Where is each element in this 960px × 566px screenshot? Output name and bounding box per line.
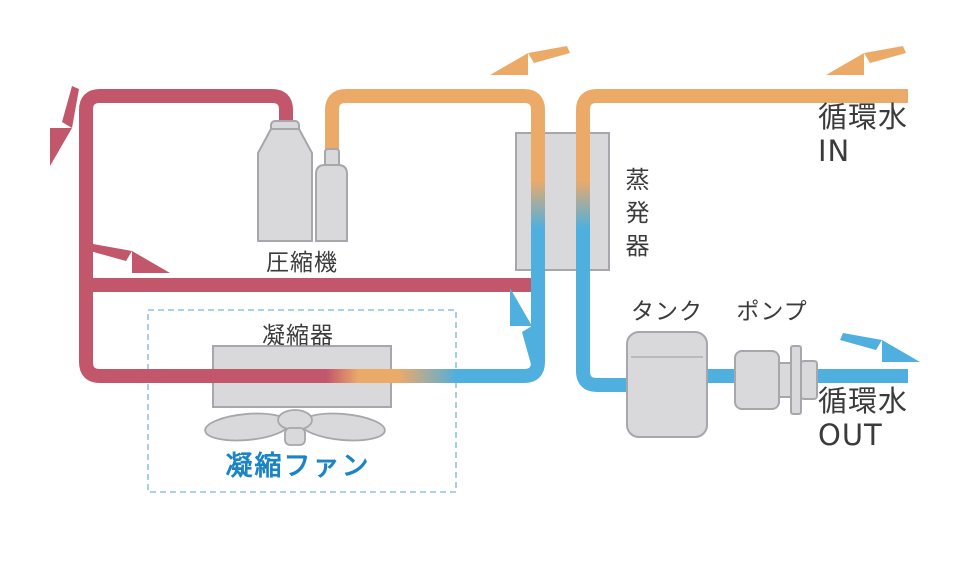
flow-arrow-left-suction-icon [490, 46, 570, 75]
flow-arrow-left-water-in-icon [826, 46, 906, 75]
condenser-label: 凝縮器 [262, 323, 334, 349]
compressor-shape [257, 120, 348, 242]
water-out-line1: 循環水 [818, 384, 909, 418]
flow-arrow-down-icon [50, 86, 79, 166]
pipes [79, 89, 908, 392]
tank-label: タンク [631, 299, 703, 325]
tank-shape [626, 331, 708, 438]
fan-icon [204, 409, 386, 446]
fan-enclosure-dashed-box [147, 309, 457, 493]
water-out-line2: OUT [818, 418, 883, 453]
flow-arrow-right-water-out-icon [840, 333, 920, 362]
water-to-tank-pipe [576, 266, 632, 392]
water-in-line2: IN [818, 134, 851, 169]
water-out-label: 循環水 OUT [818, 384, 908, 452]
pump-label: ポンプ [736, 299, 808, 325]
water-in-label: 循環水 IN [818, 100, 908, 168]
evaporator-box [515, 132, 610, 271]
compressor-discharge-pipe [79, 89, 332, 383]
condenser-fan-label: 凝縮ファン [225, 451, 371, 482]
water-in-pipe [576, 89, 908, 138]
pump-shape [734, 345, 818, 415]
evaporator-label: 蒸発器 [621, 166, 649, 266]
suction-pipe [325, 89, 545, 164]
compressor-label: 圧縮機 [266, 250, 338, 276]
water-in-line1: 循環水 [818, 100, 909, 134]
flow-arrow-right-icon [90, 244, 170, 273]
